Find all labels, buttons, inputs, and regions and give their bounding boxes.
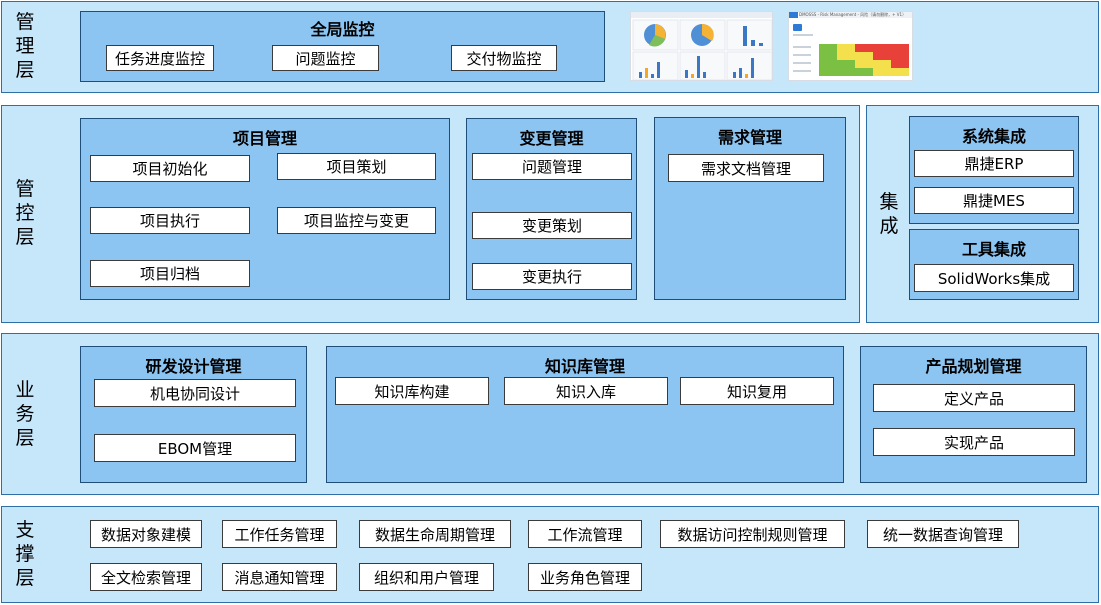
change-mgmt-item: 变更策划 [472,212,632,239]
rd-design-title: 研发设计管理 [145,357,242,376]
risk-matrix-header: DMOSSS - Risk Management - 风险（请勿删除，+ V1） [799,12,912,18]
support-item: 数据访问控制规则管理 [660,520,845,548]
change-mgmt-item: 问题管理 [472,153,632,180]
rd-design-item: EBOM管理 [94,434,296,462]
req-mgmt-title: 需求管理 [717,128,782,147]
global-monitor-title: 全局监控 [310,20,375,39]
project-mgmt-item: 项目执行 [90,207,250,234]
tool-integration-title: 工具集成 [961,240,1026,259]
support-item: 数据对象建模 [90,520,202,548]
knowledge-item: 知识入库 [504,377,668,405]
system-integration-item: 鼎捷ERP [914,150,1074,177]
knowledge-item: 知识库构建 [335,377,489,405]
product-planning-item: 定义产品 [873,384,1075,412]
control-layer-label: 管 控 层 [15,178,35,248]
product-planning-module [860,346,1087,483]
business-layer-label: 业 务 层 [15,379,35,449]
tool-integration-item: SolidWorks集成 [914,264,1074,292]
dashboard-thumbnail-graphic [631,12,772,80]
change-mgmt-item: 变更执行 [472,263,632,290]
rd-design-item: 机电协同设计 [94,379,296,407]
global-monitor-item: 问题监控 [272,45,379,71]
support-item: 消息通知管理 [222,563,337,591]
support-item: 业务角色管理 [528,563,642,591]
knowledge-item: 知识复用 [680,377,834,405]
project-mgmt-item: 项目策划 [277,153,436,180]
support-item: 工作任务管理 [222,520,337,548]
support-item: 数据生命周期管理 [359,520,511,548]
project-mgmt-title: 项目管理 [232,129,297,148]
project-mgmt-item: 项目监控与变更 [277,207,436,234]
support-item: 统一数据查询管理 [867,520,1019,548]
support-item: 全文检索管理 [90,563,202,591]
product-planning-item: 实现产品 [873,428,1075,456]
support-item: 组织和用户管理 [359,563,494,591]
support-layer-label: 支 撑 层 [15,519,35,589]
knowledge-title: 知识库管理 [544,357,625,376]
global-monitor-item: 任务进度监控 [106,45,214,71]
dashboard-screenshot [630,11,773,81]
system-integration-item: 鼎捷MES [914,187,1074,214]
knowledge-module [326,346,844,483]
product-planning-title: 产品规划管理 [925,357,1022,376]
integration-layer-label: 集 成 [879,191,899,237]
change-mgmt-title: 变更管理 [519,129,584,148]
risk-matrix-graphic [789,12,909,76]
risk-matrix-screenshot: DMOSSS - Risk Management - 风险（请勿删除，+ V1） [788,11,913,81]
management-layer-label: 管 理 层 [15,11,35,81]
system-integration-title: 系统集成 [961,127,1026,146]
req-mgmt-item: 需求文档管理 [668,154,824,182]
req-mgmt-module [654,117,846,300]
support-item: 工作流管理 [528,520,642,548]
project-mgmt-item: 项目初始化 [90,155,250,182]
project-mgmt-item: 项目归档 [90,260,250,287]
global-monitor-item: 交付物监控 [451,45,557,71]
